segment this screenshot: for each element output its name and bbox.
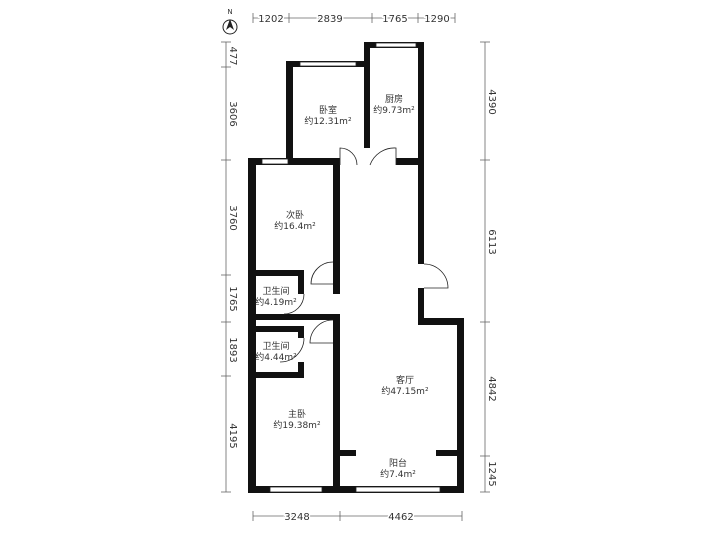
living-room-area: 约47.15m² [381,385,429,397]
master-bedroom-area: 约19.38m² [273,419,321,431]
windows [261,42,441,493]
bedroom-area: 约12.31m² [304,115,352,127]
left-dimension-line [221,41,231,493]
dim-left-4: 1765 [227,286,238,311]
second-bedroom-area: 约16.4m² [274,220,316,232]
kitchen-name: 厨房 [385,93,403,105]
dim-bottom-2: 4462 [388,512,413,523]
dim-right-1: 4390 [486,89,497,114]
balcony-area: 约7.4m² [380,468,416,480]
dim-left-1: 477 [227,46,238,65]
bathroom1-area: 约4.19m² [255,296,297,308]
compass-label: N [227,8,232,16]
bathroom1-name: 卫生间 [262,285,289,297]
living-room-name: 客厅 [396,374,414,386]
dim-right-4: 1245 [486,461,497,486]
top-dimension-line [252,13,456,23]
dim-left-3: 3760 [227,205,238,230]
dim-left-2: 3606 [227,101,238,126]
dim-top-1: 1202 [258,14,283,25]
bedroom-name: 卧室 [319,104,337,116]
dim-top-4: 1290 [424,14,449,25]
balcony-name: 阳台 [389,457,407,469]
right-dimension-line [480,41,490,493]
dim-right-3: 4842 [486,376,497,401]
doors [279,147,449,363]
bathroom2-name: 卫生间 [262,340,289,352]
bottom-dimension-line [252,511,463,521]
dim-bottom-1: 3248 [284,512,309,523]
dim-left-5: 1893 [227,337,238,362]
kitchen-area: 约9.73m² [373,104,415,116]
north-arrow-icon [222,19,238,35]
master-bedroom-name: 主卧 [288,408,306,420]
bathroom2-area: 约4.44m² [255,351,297,363]
second-bedroom-name: 次卧 [286,209,304,221]
dim-left-6: 4195 [227,423,238,448]
dim-top-2: 2839 [317,14,342,25]
dim-top-3: 1765 [382,14,407,25]
dim-right-2: 6113 [486,229,497,254]
